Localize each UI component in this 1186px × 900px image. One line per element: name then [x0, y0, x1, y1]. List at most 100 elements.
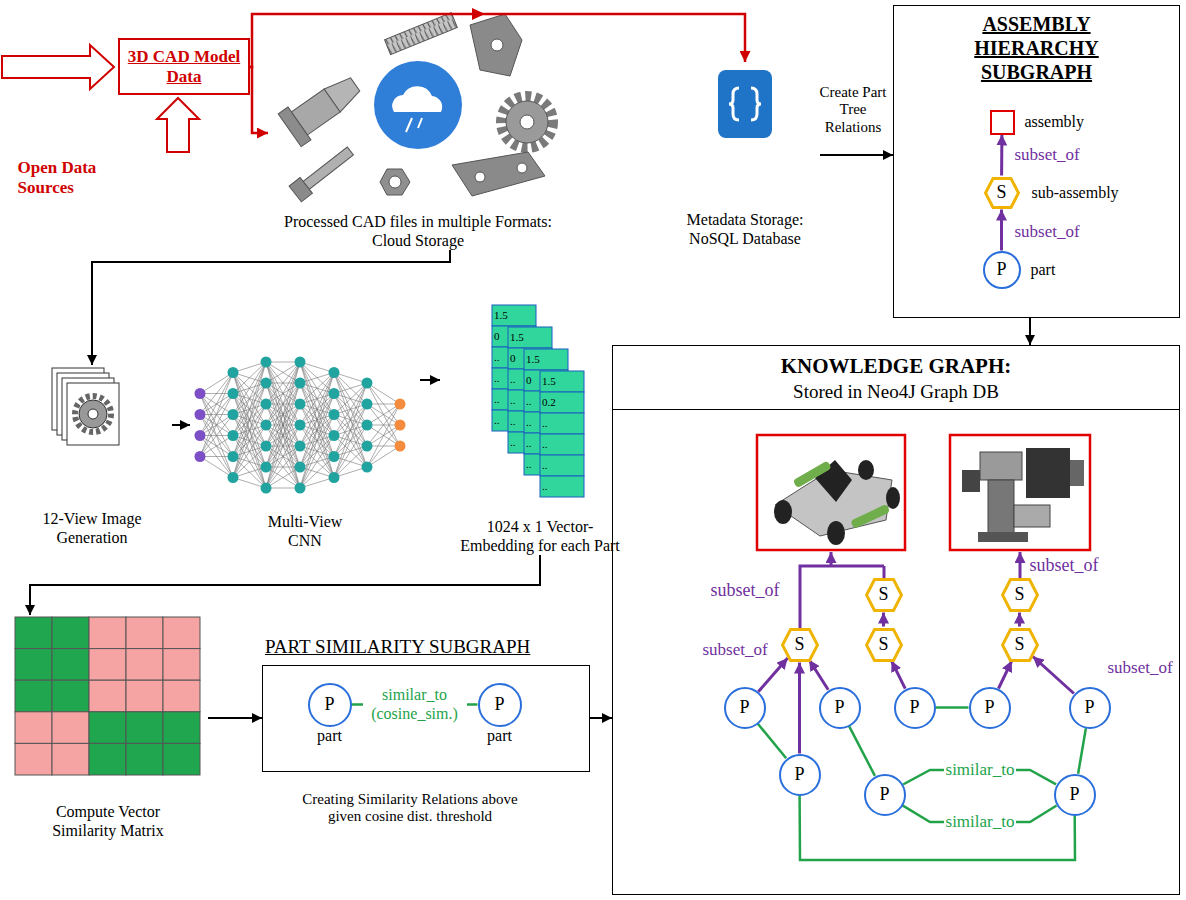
part-circle: P [969, 687, 1011, 729]
line-stroke [233, 362, 266, 415]
vector-value: .. [542, 417, 548, 430]
circle-stroke [329, 388, 340, 399]
panel-header: KNOWLEDGE GRAPH:Stored in Neo4J Graph DB [613, 346, 1179, 410]
connector [882, 613, 885, 627]
edge-label: subset_of [1105, 658, 1174, 678]
connector [849, 726, 875, 776]
vector-value: .. [526, 416, 532, 429]
database-braces [729, 88, 761, 120]
vector-value: 1.5 [542, 375, 556, 388]
line-stroke [233, 436, 266, 489]
part-circle: Ppart [983, 251, 1021, 289]
rect-stroke [52, 712, 89, 744]
input-hollow-arrow [157, 98, 199, 152]
connector [590, 717, 612, 719]
line-stroke [233, 425, 266, 478]
rect-stroke [89, 743, 126, 775]
vector-value: 1.5 [510, 331, 524, 344]
circle-stroke [295, 420, 306, 431]
connector [891, 661, 905, 689]
vector-value: .. [494, 393, 500, 406]
line-stroke [200, 436, 233, 457]
rect-stroke [52, 649, 89, 681]
connector [1000, 135, 1003, 176]
rect-stroke [126, 712, 163, 744]
line-stroke [233, 362, 266, 478]
line-stroke [367, 446, 400, 467]
part-circle: P [779, 754, 821, 796]
connector [758, 724, 786, 759]
vector-value: .. [510, 394, 516, 407]
edge-label: subset_of [1012, 145, 1081, 165]
sub-assembly-hexagon: S [781, 628, 819, 662]
circle-stroke [261, 483, 272, 494]
line-stroke [266, 362, 300, 467]
connector [758, 658, 787, 692]
kart-assembly-image [757, 435, 905, 550]
captioned-figure: Metadata Storage: NoSQL Database [670, 62, 820, 248]
vector-value: .. [526, 395, 532, 408]
connector [1000, 210, 1003, 251]
rect-stroke [540, 413, 584, 434]
node-letter: P [480, 685, 520, 725]
edge-label: Create Part Tree Relations [813, 84, 893, 136]
line-stroke [266, 383, 300, 488]
rect-stroke [126, 743, 163, 775]
line-stroke [300, 373, 334, 489]
sub-assembly-hexagon: S [865, 628, 903, 662]
line-stroke [233, 362, 266, 457]
node-letter: S [1001, 628, 1039, 662]
line-stroke [300, 394, 334, 489]
connector [172, 424, 190, 426]
cloud-icon [374, 61, 462, 149]
annotation-label: subset_of [1030, 555, 1099, 576]
line-stroke [300, 362, 334, 457]
box-title: 3D CAD Model Data [120, 47, 248, 86]
rect-stroke [163, 680, 200, 712]
captioned-figure: 1024 x 1 Vector-Embedding for each Part [440, 300, 640, 555]
annotation-label: Open Data Sources [18, 158, 113, 197]
line-stroke [367, 404, 400, 467]
line-stroke [300, 436, 334, 489]
line-stroke [233, 446, 266, 478]
node-caption: part [1031, 261, 1056, 279]
vector-value: 0 [494, 330, 500, 343]
circle-stroke [395, 441, 406, 452]
annotation-label: Creating Similarity Relations above give… [299, 791, 521, 826]
edge-label: similar_to [944, 812, 1017, 832]
circle-stroke [295, 378, 306, 389]
rect-stroke [89, 617, 126, 649]
robot-arm-assembly-image [950, 435, 1090, 550]
vector-value: .. [542, 480, 548, 493]
node-letter: P [1071, 689, 1109, 727]
circle-stroke [261, 399, 272, 410]
connector [820, 154, 893, 156]
circle-stroke [329, 472, 340, 483]
vector-value: 0 [510, 352, 516, 365]
input-hollow-arrow [2, 45, 114, 89]
circle-stroke [395, 420, 406, 431]
knowledge-graph-panel: KNOWLEDGE GRAPH:Stored in Neo4J Graph DB… [612, 345, 1180, 895]
line-stroke [300, 362, 334, 478]
circle-stroke [195, 451, 206, 462]
rect-stroke [508, 327, 552, 348]
connector [1033, 657, 1074, 694]
line-stroke [266, 362, 300, 425]
connector [1029, 318, 1031, 345]
part-circle: P [1054, 774, 1096, 816]
circle-stroke [195, 430, 206, 441]
connector [809, 660, 828, 690]
connector [208, 717, 262, 719]
line-stroke [300, 457, 334, 489]
cloud-shape [392, 86, 442, 112]
circle-stroke [261, 441, 272, 452]
connector [800, 796, 1075, 861]
edge-label: similar_to [944, 760, 1017, 780]
edge-label: similar_to (cosine_sim.) [363, 686, 467, 723]
circle-stroke [362, 378, 373, 389]
vector-value: 1.5 [494, 309, 508, 322]
line-stroke [367, 383, 400, 446]
line-stroke [200, 373, 233, 436]
assembly-link-lines [800, 552, 1020, 628]
connector [999, 661, 1012, 689]
